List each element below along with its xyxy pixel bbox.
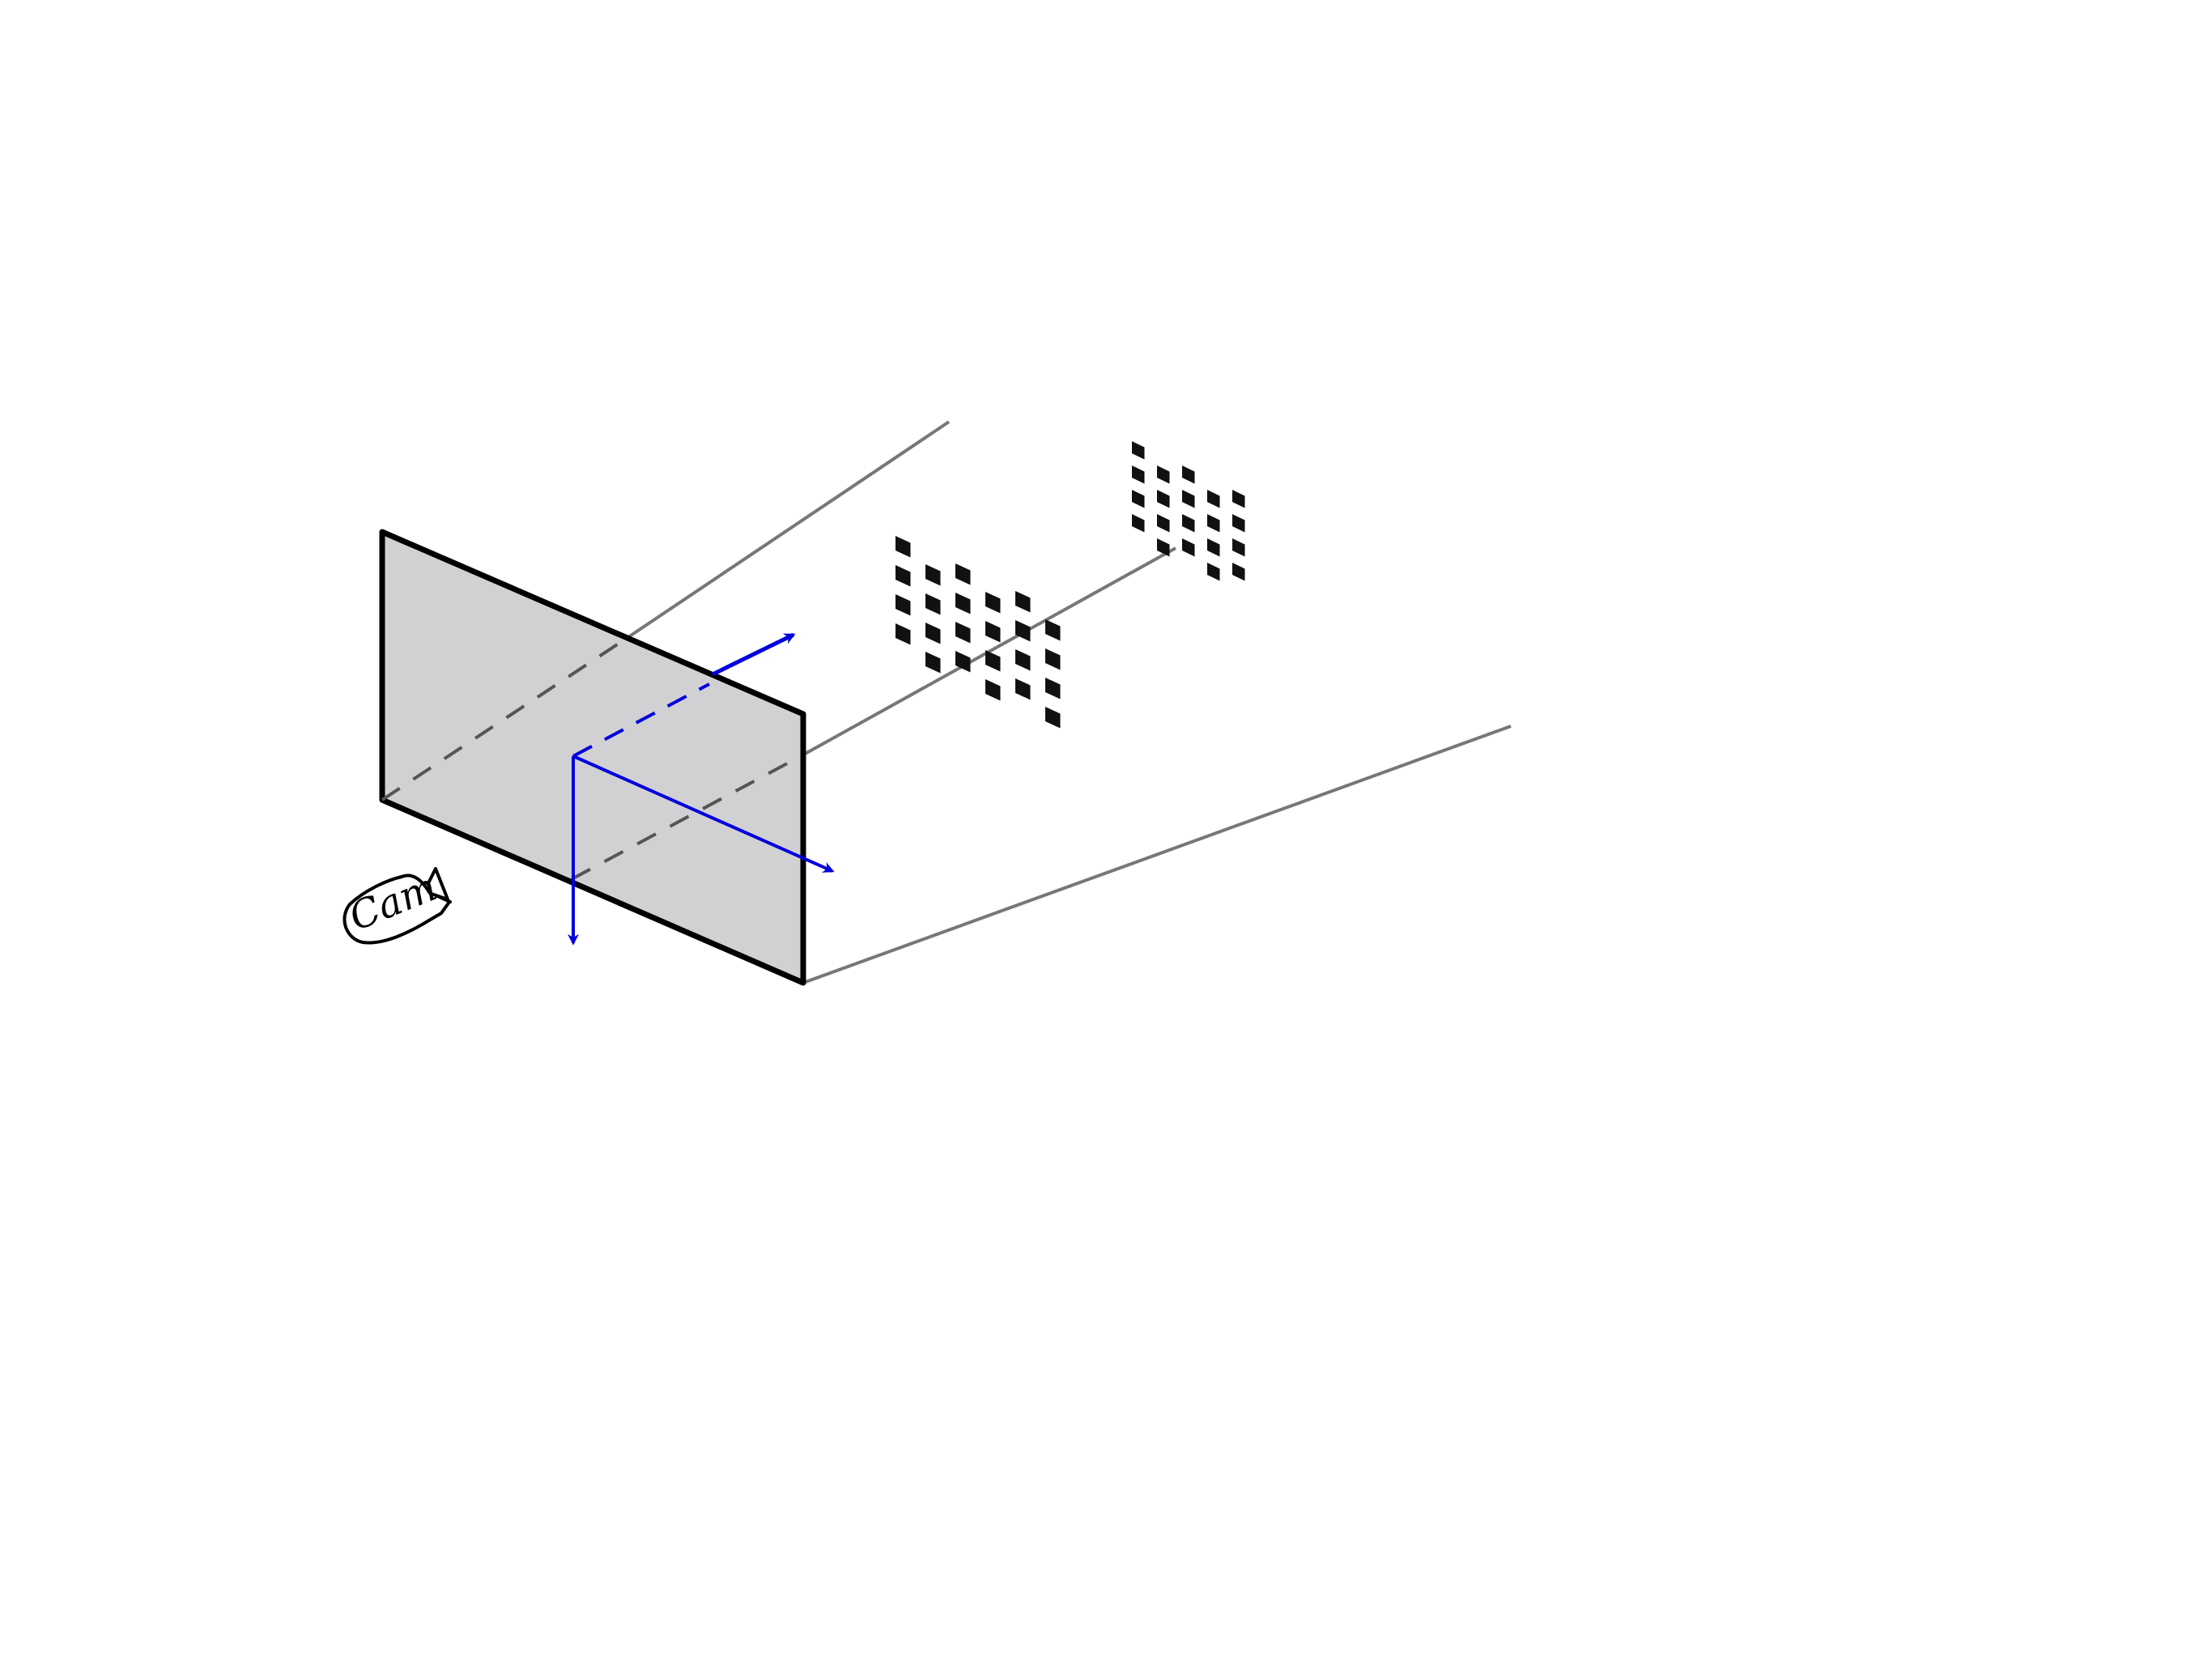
checker-square bbox=[1207, 490, 1220, 508]
checker-square bbox=[1045, 707, 1061, 729]
checker-square bbox=[895, 536, 911, 558]
checker-square bbox=[1232, 514, 1245, 533]
checker-square bbox=[895, 565, 911, 587]
z-axis-arrow bbox=[711, 632, 796, 677]
checker-square bbox=[1132, 514, 1145, 533]
checker-square bbox=[985, 621, 1001, 643]
checker-square bbox=[1015, 649, 1031, 671]
checker-square bbox=[955, 622, 971, 644]
checker-square bbox=[1015, 678, 1031, 700]
checker-square bbox=[925, 652, 941, 674]
checker-square bbox=[1132, 490, 1145, 508]
plane-dashed-lines bbox=[381, 637, 802, 881]
checker-square bbox=[1232, 563, 1245, 581]
checker-square bbox=[1157, 490, 1170, 508]
checker-square bbox=[1132, 441, 1145, 460]
checker-square bbox=[1182, 490, 1195, 508]
checker-square bbox=[955, 593, 971, 614]
checker-square bbox=[925, 623, 941, 644]
z-axis-dashed-segment bbox=[572, 682, 710, 758]
dashed-upper-line bbox=[381, 637, 627, 801]
checker-square bbox=[1045, 619, 1061, 641]
checker-square bbox=[1207, 514, 1220, 533]
camera-icon: Cam bbox=[342, 865, 452, 945]
checker-square bbox=[895, 623, 911, 645]
checker-square bbox=[1132, 466, 1145, 484]
checker-square bbox=[895, 594, 911, 616]
checker-square bbox=[925, 564, 941, 586]
checker-square bbox=[1182, 466, 1195, 484]
checker-square bbox=[955, 651, 971, 673]
checker-square bbox=[1157, 466, 1170, 484]
dashed-center-line bbox=[571, 755, 802, 881]
camera-axes bbox=[568, 632, 835, 946]
checker-square bbox=[1182, 514, 1195, 533]
lower-guide-line bbox=[802, 725, 1512, 984]
upper-guide-line bbox=[624, 420, 951, 640]
camera-body-outline bbox=[342, 874, 452, 945]
camera-lens-outline bbox=[426, 867, 449, 901]
checker-square bbox=[985, 679, 1001, 701]
checker-square bbox=[1232, 538, 1245, 557]
checker-square bbox=[1207, 563, 1220, 581]
near-checkerboard bbox=[895, 536, 1061, 729]
far-checkerboard bbox=[1132, 441, 1245, 581]
checker-square bbox=[1157, 514, 1170, 533]
checker-square bbox=[925, 593, 941, 615]
checker-square bbox=[1045, 648, 1061, 670]
checker-square bbox=[1015, 591, 1031, 613]
checker-square bbox=[1232, 490, 1245, 508]
checker-square bbox=[1182, 538, 1195, 557]
image-plane bbox=[379, 529, 806, 986]
checker-square bbox=[1015, 620, 1031, 642]
x-axis-arrow bbox=[572, 755, 835, 873]
checker-square bbox=[985, 650, 1001, 672]
checker-square bbox=[1157, 538, 1170, 557]
checker-square bbox=[1045, 678, 1061, 699]
checker-square bbox=[1207, 538, 1220, 557]
checker-square bbox=[955, 563, 971, 585]
checker-square bbox=[985, 592, 1001, 614]
